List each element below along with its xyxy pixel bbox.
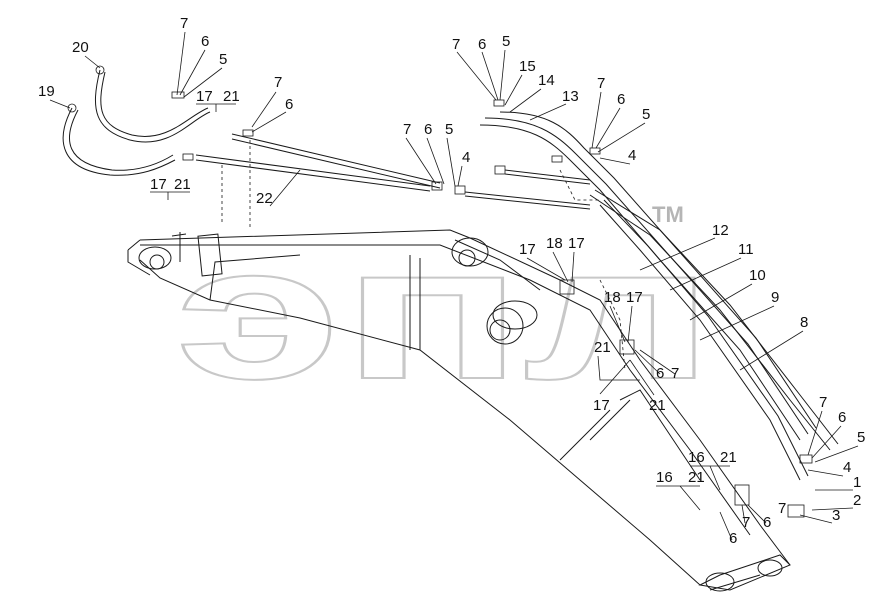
callout-6: 6 [838, 409, 846, 426]
callout-17: 17 [150, 176, 167, 193]
callout-14: 14 [538, 72, 555, 89]
callout-22: 22 [256, 190, 273, 207]
callout-5: 5 [502, 33, 510, 50]
callout-5: 5 [219, 51, 227, 68]
callout-7: 7 [742, 514, 750, 531]
callout-21: 21 [223, 88, 240, 105]
callout-17: 17 [196, 88, 213, 105]
boom-body [127, 229, 791, 592]
callout-17: 17 [568, 235, 585, 252]
callout-15: 15 [519, 58, 536, 75]
callout-6: 6 [424, 121, 432, 138]
callout-13: 13 [562, 88, 579, 105]
callout-9: 9 [771, 289, 779, 306]
tube-bundle [479, 111, 839, 481]
callout-21: 21 [594, 339, 611, 356]
watermark: эпл TM [174, 202, 716, 420]
callout-10: 10 [749, 267, 766, 284]
callout-21: 21 [720, 449, 737, 466]
callout-6: 6 [478, 36, 486, 53]
callout-5: 5 [445, 121, 453, 138]
callout-7: 7 [180, 15, 188, 32]
callout-21: 21 [649, 397, 666, 414]
hoses-19-20 [62, 65, 211, 176]
callout-7: 7 [778, 500, 786, 517]
callout-6: 6 [656, 365, 664, 382]
dashed-leaders [221, 140, 626, 371]
watermark-text: эпл [175, 207, 715, 419]
callout-21: 21 [688, 469, 705, 486]
callout-8: 8 [800, 314, 808, 331]
callout-16: 16 [688, 449, 705, 466]
callout-6: 6 [617, 91, 625, 108]
callout-4: 4 [843, 459, 851, 476]
callout-6: 6 [729, 530, 737, 547]
leader-lines [49, 31, 859, 541]
trademark-mark: TM [652, 202, 684, 227]
callout-20: 20 [72, 39, 89, 56]
callout-2: 2 [853, 492, 861, 509]
callout-7: 7 [597, 75, 605, 92]
callout-1: 1 [853, 474, 861, 491]
callout-5: 5 [642, 106, 650, 123]
callout-19: 19 [38, 83, 55, 100]
callout-17: 17 [593, 397, 610, 414]
callout-7: 7 [819, 394, 827, 411]
callout-4: 4 [462, 149, 470, 166]
callout-3: 3 [832, 507, 840, 524]
callout-12: 12 [712, 222, 729, 239]
callout-16: 16 [656, 469, 673, 486]
callout-6: 6 [763, 514, 771, 531]
callout-7: 7 [671, 365, 679, 382]
callout-6: 6 [285, 96, 293, 113]
callout-labels: 7 6 5 20 19 17 21 7 6 7 6 5 4 17 21 22 7… [38, 15, 865, 547]
callout-17: 17 [519, 241, 536, 258]
callout-7: 7 [274, 74, 282, 91]
callout-7: 7 [452, 36, 460, 53]
callout-5: 5 [857, 429, 865, 446]
callout-11: 11 [738, 241, 754, 258]
callout-18: 18 [604, 289, 621, 306]
upper-tubes [195, 133, 591, 210]
callout-7: 7 [403, 121, 411, 138]
callout-6: 6 [201, 33, 209, 50]
callout-21: 21 [174, 176, 191, 193]
callout-18: 18 [546, 235, 563, 252]
callout-17: 17 [626, 289, 643, 306]
callout-4: 4 [628, 147, 636, 164]
